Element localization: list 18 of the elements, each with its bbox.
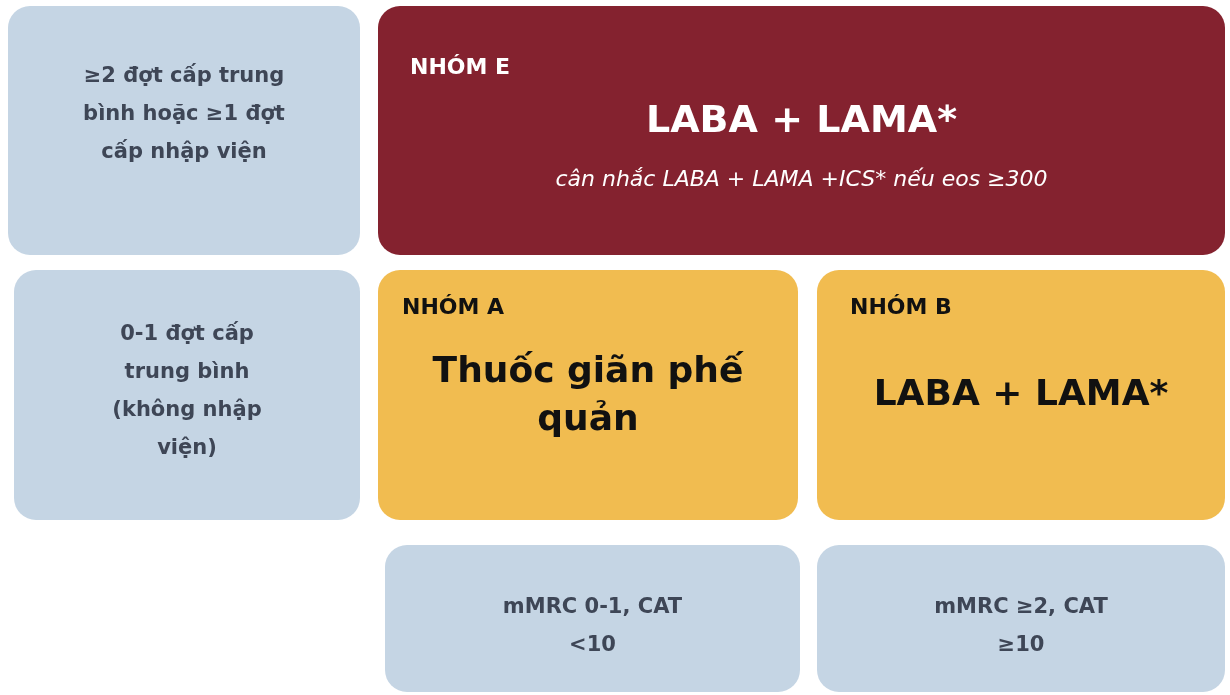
group-heading: NHÓM A bbox=[402, 294, 505, 319]
group-box bbox=[8, 6, 360, 255]
group-box bbox=[385, 545, 800, 692]
group-heading: NHÓM E bbox=[410, 54, 511, 79]
treatment-text: Thuốc giãn phế quản bbox=[431, 348, 745, 440]
criteria-text: 0-1 đợt cấp trung bình (không nhập viện) bbox=[111, 320, 263, 461]
treatment-text: LABA + LAMA* bbox=[645, 96, 958, 143]
note-text: cân nhắc LABA + LAMA +ICS* nếu eos ≥300 bbox=[554, 166, 1049, 191]
treatment-text: LABA + LAMA* bbox=[872, 371, 1170, 415]
group-box bbox=[14, 270, 360, 520]
criteria-text: mMRC ≥2, CAT ≥10 bbox=[933, 593, 1109, 658]
group-box bbox=[378, 270, 798, 520]
criteria-text: mMRC 0-1, CAT <10 bbox=[501, 593, 684, 658]
group-heading: NHÓM B bbox=[850, 294, 952, 319]
group-box bbox=[817, 270, 1225, 520]
criteria-text: ≥2 đợt cấp trung bình hoặc ≥1 đợt cấp nhập viện bbox=[82, 62, 286, 165]
group-box bbox=[378, 6, 1225, 255]
group-box bbox=[817, 545, 1225, 692]
